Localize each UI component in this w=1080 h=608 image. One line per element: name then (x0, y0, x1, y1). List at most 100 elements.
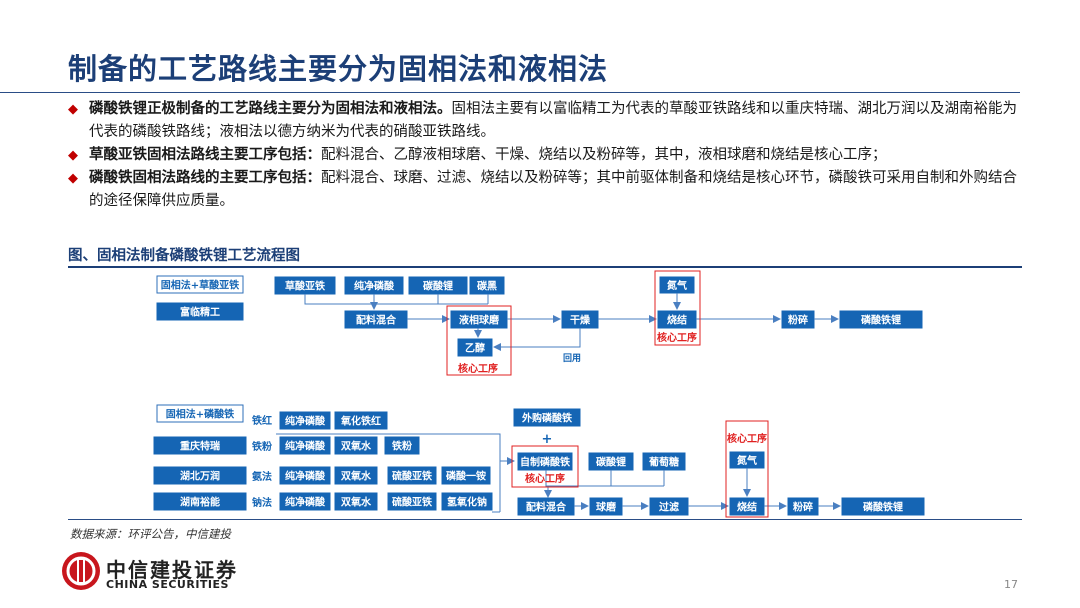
purchased-ferric-phosphate-box (513, 408, 581, 427)
ethanol-box-label: 乙醇 (465, 342, 485, 355)
figure-title: 图、固相法制备磷酸铁锂工艺流程图 (68, 248, 300, 264)
company-box (153, 436, 247, 455)
company-box-fulin-label: 富临精工 (180, 306, 220, 319)
bracket-connector (276, 433, 501, 512)
material-box-label: 纯净磷酸 (285, 496, 326, 509)
citic-logo-icon (62, 552, 100, 590)
logo-english-name: CHINA SECURITIES (106, 578, 229, 591)
process-step-box-label: 过滤 (659, 501, 679, 514)
bullet-item: ◆ 磷酸铁固相法路线的主要工序包括：配料混合、球磨、过滤、烧结以及粉碎等；其中前驱… (68, 167, 1018, 213)
bullet-text: 固相法主要有以富临精工为代表的草酸亚铁路线和以重庆特瑞、湖北万润以及湖南裕能为代… (89, 101, 1017, 140)
material-box (387, 466, 437, 485)
route-label-oxalate (156, 275, 244, 294)
ethanol-box (457, 338, 493, 357)
recycle-label: 回用 (563, 353, 581, 364)
material-box-label: 双氧水 (341, 496, 372, 509)
page-title: 制备的工艺路线主要分为固相法和液相法 (68, 52, 609, 86)
flow-connector (545, 470, 664, 487)
company-box-label: 湖南裕能 (180, 496, 220, 509)
material-box-label: 碳酸锂 (423, 280, 453, 293)
material-box (334, 466, 378, 485)
process-step-box-label: 干燥 (570, 314, 591, 327)
material-box (279, 411, 331, 430)
diamond-bullet-icon: ◆ (68, 148, 78, 163)
selfmade-ferric-phosphate-box-label: 自制磷酸铁 (520, 456, 570, 469)
material-box (441, 466, 491, 485)
process-step-box-label: 烧结 (667, 314, 687, 327)
process-step-box-label: 粉碎 (788, 314, 808, 327)
method-label: 铁粉 (252, 440, 272, 453)
material-box-label: 纯净磷酸 (354, 280, 395, 293)
material-box (469, 276, 505, 295)
core-process-label: 核心工序 (458, 362, 498, 375)
material-box (334, 492, 378, 511)
process-step-box-label: 磷酸铁锂 (861, 314, 901, 327)
material-box (279, 466, 331, 485)
route-label-phosphate-label: 固相法+磷酸铁 (166, 408, 234, 421)
material-box-label: 纯净磷酸 (285, 470, 326, 483)
page-number: 17 (1004, 578, 1018, 591)
method-label: 氨法 (252, 470, 272, 483)
process-step-box-label: 粉碎 (793, 501, 813, 514)
bullet-text: 配料混合、球磨、过滤、烧结以及粉碎等；其中前驱体制备和烧结是核心环节，磷酸铁可采… (89, 170, 1017, 209)
core-process-label: 核心工序 (525, 472, 565, 485)
material-box-label: 磷酸一铵 (446, 470, 486, 483)
material-box-label: 氢氧化钠 (447, 496, 487, 509)
figure-top-rule (68, 266, 1022, 268)
material-box (387, 492, 437, 511)
method-label: 铁红 (252, 414, 272, 427)
company-box-fulin (156, 302, 244, 321)
company-box-label: 重庆特瑞 (180, 440, 220, 453)
company-box-label: 湖北万润 (180, 470, 220, 483)
logo-chinese-name: 中信建投证券 (106, 558, 238, 582)
material-box (441, 492, 493, 511)
material-box-label: 双氧水 (341, 440, 372, 453)
bullet-item: ◆磷酸铁锂正极制备的工艺路线主要分为固相法和液相法。固相法主要有以富临精工为代表… (68, 98, 1018, 144)
figure-bottom-rule (68, 519, 1022, 520)
diamond-bullet-icon: ◆ (68, 171, 78, 186)
route-label-oxalate-label: 固相法+草酸亚铁 (161, 279, 239, 292)
material-box-label: 双氧水 (341, 470, 372, 483)
material-box-label: 碳黑 (477, 280, 497, 293)
method-label: 钠法 (252, 496, 272, 509)
lithium-carbonate-box-label: 碳酸锂 (596, 456, 626, 469)
core-process-label: 核心工序 (727, 432, 767, 445)
bullet-bold: 磷酸铁锂正极制备的工艺路线主要分为固相法和液相法。 (89, 101, 452, 117)
core-process-frame (654, 270, 701, 346)
nitrogen-box-label: 氮气 (737, 454, 757, 467)
plus-sign: + (542, 432, 553, 447)
flow-connector (493, 328, 581, 351)
company-box (153, 492, 247, 511)
material-box (384, 436, 420, 455)
core-process-frame (725, 420, 769, 518)
glucose-box-label: 葡萄糖 (648, 456, 679, 469)
process-step-box-label: 配料混合 (356, 314, 397, 327)
flow-connector (304, 294, 488, 305)
material-box (334, 411, 388, 430)
process-step-box-label: 磷酸铁锂 (863, 501, 903, 514)
process-step-box-label: 配料混合 (526, 501, 567, 514)
material-box-label: 硫酸亚铁 (392, 470, 432, 483)
material-box-label: 铁粉 (392, 440, 412, 453)
process-step-box (839, 310, 923, 329)
process-step-box (841, 497, 925, 516)
process-step-box-label: 球磨 (596, 501, 617, 514)
material-box-label: 纯净磷酸 (285, 415, 326, 428)
process-step-box-label: 液相球磨 (459, 314, 500, 327)
material-box-label: 纯净磷酸 (285, 440, 326, 453)
bullet-list: ◆ 磷酸铁锂正极制备的工艺路线主要分为固相法和液相法。固相法主要有以富临精工为代表… (68, 98, 1018, 213)
source-note: 数据来源：环评公告，中信建投 (70, 527, 231, 541)
bullet-bold: 磷酸铁固相法路线的主要工序包括： (89, 170, 321, 186)
core-process-label: 核心工序 (657, 331, 697, 344)
material-box-label: 氧化铁红 (340, 415, 381, 428)
bullet-item: ◆草酸亚铁固相法路线主要工序包括：配料混合、乙醇液相球磨、干燥、烧结以及粉碎等，… (68, 144, 1018, 167)
material-box (279, 436, 331, 455)
nitrogen-box-label: 氮气 (667, 279, 687, 292)
material-box (334, 436, 378, 455)
purchased-ferric-phosphate-box-label: 外购磷酸铁 (521, 412, 572, 425)
material-box-label: 草酸亚铁 (285, 280, 325, 293)
company-box (153, 466, 247, 485)
bullet-text: 配料混合、乙醇液相球磨、干燥、烧结以及粉碎等，其中，液相球磨和烧结是核心工序； (321, 147, 887, 163)
material-box (279, 492, 331, 511)
